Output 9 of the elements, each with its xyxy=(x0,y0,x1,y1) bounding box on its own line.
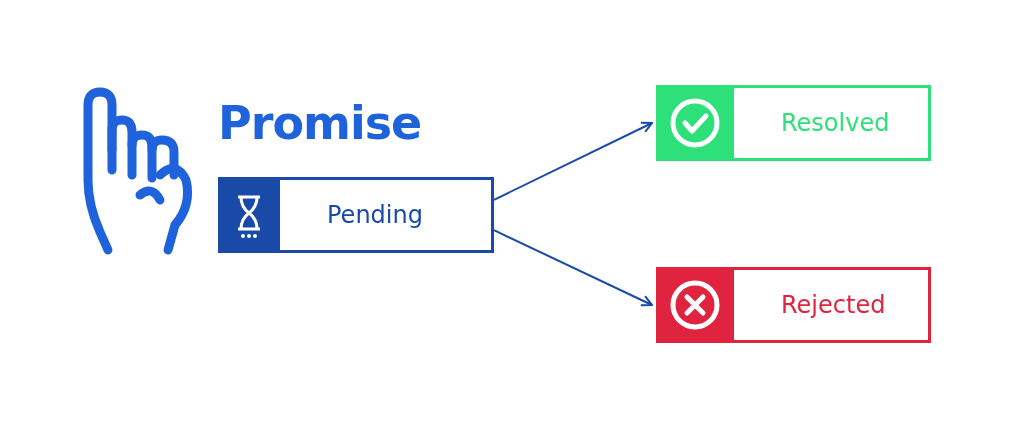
arrow xyxy=(493,121,653,201)
state-label: Resolved xyxy=(781,109,890,137)
state-box xyxy=(656,267,931,343)
title: Promise xyxy=(218,96,422,150)
state-box xyxy=(656,85,931,161)
state-box xyxy=(218,177,494,253)
state-label: Pending xyxy=(327,201,423,229)
arrow xyxy=(493,229,653,307)
state-label: Rejected xyxy=(781,291,886,319)
